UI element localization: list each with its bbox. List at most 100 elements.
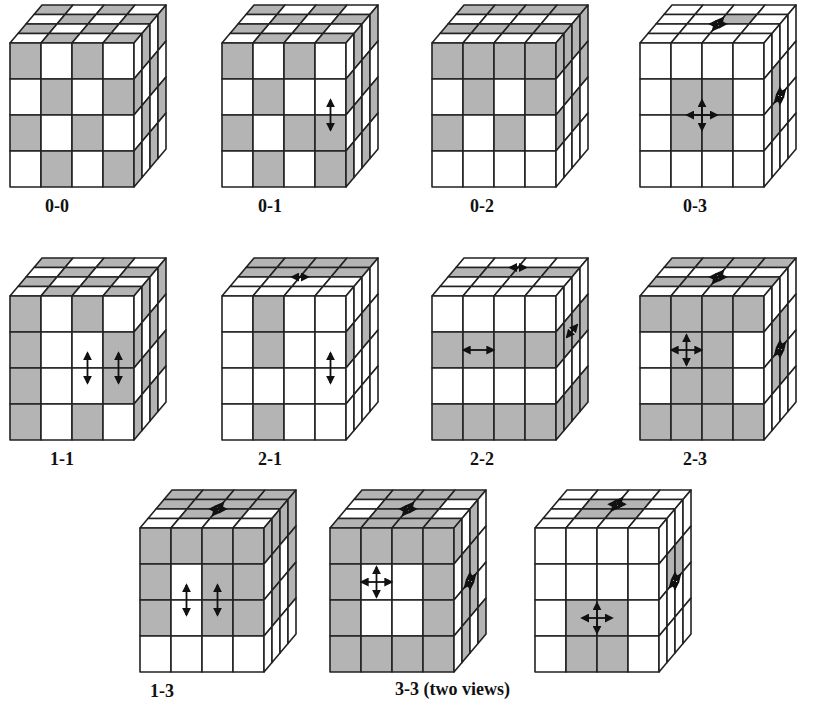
front-facelet — [671, 115, 702, 151]
front-facelet — [330, 564, 361, 600]
front-facelet — [494, 368, 525, 404]
front-facelet — [253, 296, 284, 332]
side-facelet — [134, 395, 142, 441]
front-facelet — [10, 332, 41, 368]
cube-label: 0-0 — [45, 197, 69, 215]
front-facelet — [640, 332, 671, 368]
move-arrow — [217, 585, 219, 615]
front-facelet — [525, 151, 556, 187]
cube-label: 1-1 — [50, 450, 74, 468]
front-facelet — [640, 79, 671, 115]
front-facelet — [284, 296, 315, 332]
move-arrow — [609, 503, 625, 505]
front-facelet — [566, 564, 597, 600]
front-facelet — [535, 564, 566, 600]
front-facelet — [423, 564, 454, 600]
front-facelet — [284, 332, 315, 368]
front-facelet — [10, 368, 41, 404]
side-facelet — [158, 113, 166, 159]
front-facelet — [432, 332, 463, 368]
side-facelet — [556, 395, 564, 441]
move-arrow — [210, 508, 226, 510]
move-arrow — [400, 508, 416, 510]
front-facelet — [315, 404, 346, 440]
move-arrow — [186, 585, 188, 615]
front-facelet — [103, 404, 134, 440]
front-facelet — [392, 564, 423, 600]
front-facelet — [233, 528, 264, 564]
front-facelet — [628, 528, 659, 564]
front-facelet — [702, 115, 733, 151]
front-facelet — [702, 43, 733, 79]
front-facelet — [10, 151, 41, 187]
side-facelet — [150, 376, 158, 422]
cube-label: 2-3 — [683, 450, 707, 468]
front-facelet — [202, 528, 233, 564]
front-facelet — [671, 368, 702, 404]
move-arrow — [465, 575, 475, 587]
front-facelet — [463, 368, 494, 404]
side-facelet — [346, 395, 354, 441]
cube — [222, 258, 378, 440]
side-facelet — [142, 385, 150, 431]
front-facelet — [222, 79, 253, 115]
front-facelet — [361, 600, 392, 636]
side-facelet — [564, 132, 572, 178]
side-facelet — [580, 366, 588, 412]
front-facelet — [140, 528, 171, 564]
front-facelet — [671, 296, 702, 332]
side-facelet — [788, 113, 796, 159]
side-facelet — [478, 598, 486, 644]
cube-label: 2-2 — [470, 450, 494, 468]
front-facelet — [222, 296, 253, 332]
front-facelet — [171, 636, 202, 672]
front-facelet — [432, 368, 463, 404]
front-facelet — [494, 332, 525, 368]
front-facelet — [253, 79, 284, 115]
front-facelet — [41, 404, 72, 440]
front-facelet — [494, 43, 525, 79]
front-facelet — [702, 404, 733, 440]
front-facelet — [222, 115, 253, 151]
front-facelet — [41, 332, 72, 368]
side-facelet — [288, 598, 296, 644]
front-facelet — [423, 528, 454, 564]
front-facelet — [733, 43, 764, 79]
front-facelet — [733, 368, 764, 404]
front-facelet — [535, 528, 566, 564]
move-arrow — [118, 353, 120, 383]
cube-label: 2-1 — [258, 450, 282, 468]
move-arrow — [672, 349, 702, 351]
front-facelet — [597, 528, 628, 564]
front-facelet — [330, 600, 361, 636]
front-facelet — [171, 528, 202, 564]
front-facelet — [494, 79, 525, 115]
front-facelet — [103, 79, 134, 115]
front-facelet — [494, 404, 525, 440]
front-facelet — [525, 404, 556, 440]
front-facelet — [671, 332, 702, 368]
front-facelet — [432, 79, 463, 115]
front-facelet — [361, 564, 392, 600]
front-facelet — [628, 636, 659, 672]
cube-label: 1-3 — [150, 682, 174, 700]
front-facelet — [628, 564, 659, 600]
front-facelet — [41, 368, 72, 404]
move-arrow — [330, 100, 332, 130]
front-facelet — [253, 368, 284, 404]
move-arrow — [510, 267, 526, 269]
front-facelet — [222, 404, 253, 440]
front-facelet — [253, 151, 284, 187]
front-facelet — [222, 43, 253, 79]
side-facelet — [272, 617, 280, 663]
side-facelet — [370, 113, 378, 159]
move-arrow — [582, 617, 612, 619]
front-facelet — [463, 151, 494, 187]
front-facelet — [640, 368, 671, 404]
cube-label: 0-3 — [683, 197, 707, 215]
side-facelet — [580, 113, 588, 159]
move-arrow — [775, 343, 785, 355]
front-facelet — [463, 404, 494, 440]
cube-label: 0-2 — [470, 197, 494, 215]
side-facelet — [764, 395, 772, 441]
